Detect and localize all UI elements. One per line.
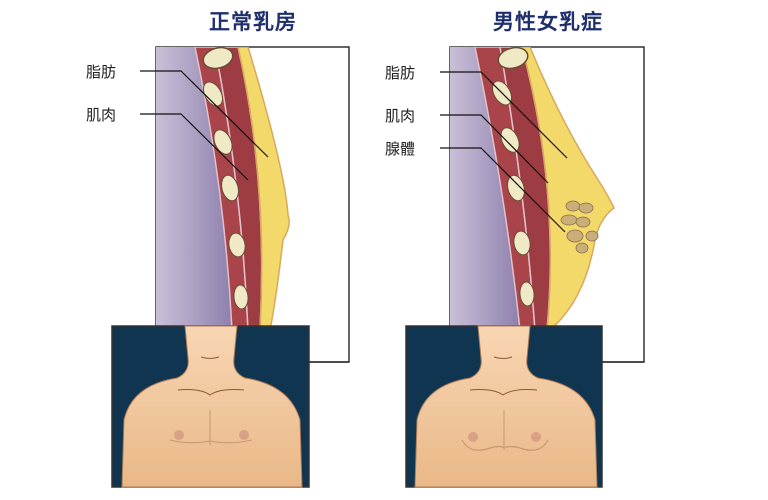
gynecomastia-torso-panel [405, 325, 603, 488]
gynecomastia-cross-section [440, 46, 645, 363]
label-fat-gynecomastia: 脂肪 [385, 64, 416, 82]
normal-breast-title: 正常乳房 [209, 10, 297, 34]
gland-tissue [560, 200, 599, 254]
normal-cross-section [140, 46, 350, 363]
label-muscle-normal: 肌肉 [86, 106, 117, 124]
gynecomastia-title: 男性女乳症 [493, 10, 603, 34]
label-muscle-gynecomastia: 肌肉 [385, 107, 416, 125]
label-fat-normal: 脂肪 [86, 63, 117, 81]
leader-line-muscle [140, 113, 249, 181]
normal-torso-panel [111, 325, 310, 488]
leader-line-fat [140, 70, 269, 158]
leader-line-gland [440, 147, 566, 233]
label-gland-gynecomastia: 腺體 [385, 140, 416, 158]
leader-line-muscle [440, 114, 549, 184]
leader-line-fat [440, 71, 568, 159]
